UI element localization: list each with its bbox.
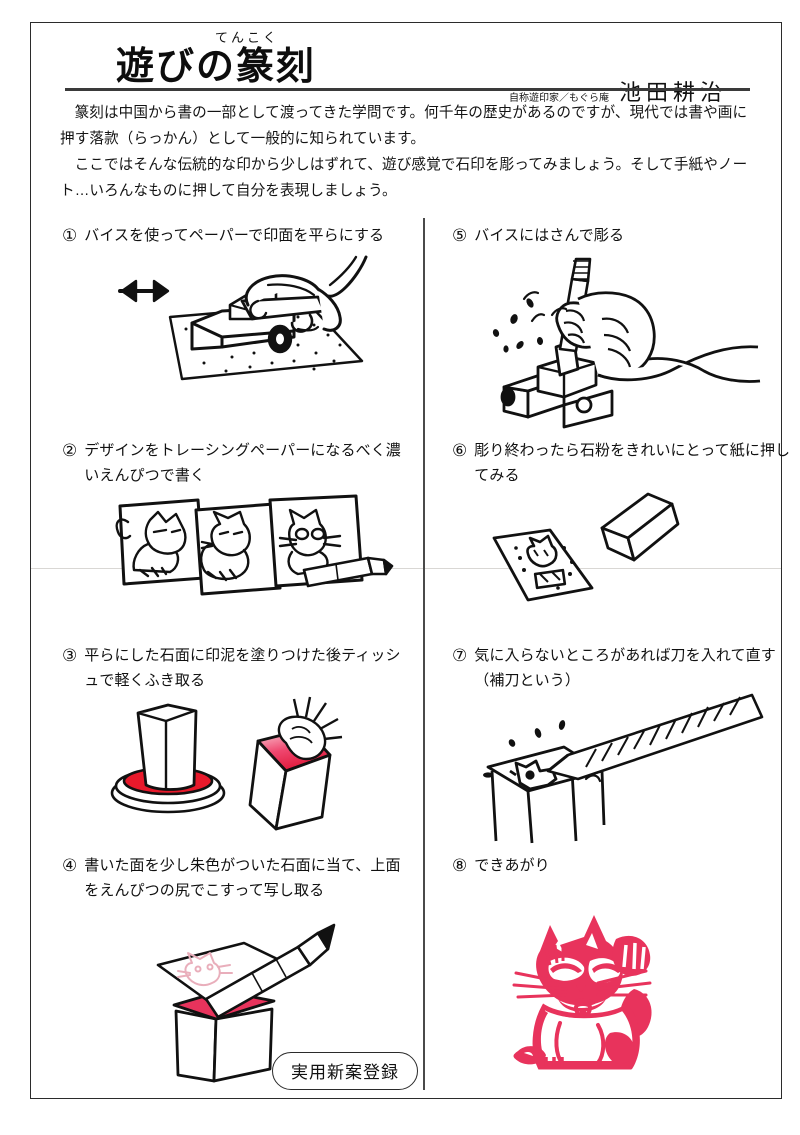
test-print-illustration	[492, 492, 680, 602]
step-3-figure	[62, 693, 412, 838]
retouch-knife-illustration	[483, 693, 764, 844]
step-3-number: ③	[62, 646, 78, 665]
intro-paragraph-1: 篆刻は中国から書の一部として渡ってきた学問です。何千年の歴史があるのですが、現代…	[60, 105, 748, 147]
step-7: ⑦ 気に入らないところがあれば刀を入れて直す（補刀という）	[452, 644, 800, 854]
step-6-number: ⑥	[452, 441, 468, 460]
title-block: てんこく 遊びの篆刻	[116, 31, 316, 88]
step-7-heading: ⑦ 気に入らないところがあれば刀を入れて直す（補刀という）	[452, 644, 800, 693]
step-6-figure	[452, 488, 800, 623]
step-4-text: 書いた面を少し朱色がついた石面に当て、上面をえんぴつの尻でこすって写し取る	[84, 857, 401, 899]
column-divider	[423, 218, 425, 1090]
intro-paragraph-2: ここではそんな伝統的な印から少しはずれて、遊び感覚で石印を彫ってみましょう。そし…	[60, 157, 748, 199]
page-title: 遊びの篆刻	[116, 44, 317, 88]
step-4: ④ 書いた面を少し朱色がついた石面に当て、上面をえんぴつの尻でこすって写し取る	[62, 854, 412, 1083]
step-1: ① バイスを使ってペーパーで印面を平らにする	[62, 224, 412, 439]
step-2-heading: ② デザインをトレーシングペーパーになるべく濃いえんぴつで書く	[62, 439, 412, 488]
document-header: てんこく 遊びの篆刻 自称遊印家／もぐら庵 池田耕治	[31, 23, 781, 105]
tracing-paper-cats-illustration	[115, 494, 394, 596]
steps-column-left: ① バイスを使ってペーパーで印面を平らにする	[62, 224, 412, 1083]
step-8-text: できあがり	[474, 857, 550, 874]
title-ruby: てんこく	[215, 30, 280, 45]
step-2-number: ②	[62, 441, 78, 460]
step-1-text: バイスを使ってペーパーで印面を平らにする	[84, 227, 385, 244]
step-6: ⑥ 彫り終わったら石粉をきれいにとって紙に押してみる	[452, 439, 800, 644]
step-7-figure	[452, 693, 800, 844]
step-3: ③ 平らにした石面に印泥を塗りつけた後ティッシュで軽くふき取る	[62, 644, 412, 854]
step-1-number: ①	[62, 226, 78, 245]
patent-registration-badge: 実用新案登録	[272, 1052, 418, 1090]
carving-in-vise-illustration	[492, 257, 761, 428]
step-8-number: ⑧	[452, 856, 468, 875]
step-2: ② デザインをトレーシングペーパーになるべく濃いえんぴつで書く	[62, 439, 412, 644]
step-4-figure	[62, 903, 412, 1083]
step-2-figure	[62, 488, 412, 613]
step-6-text: 彫り終わったら石粉をきれいにとって紙に押してみる	[474, 442, 791, 484]
step-3-heading: ③ 平らにした石面に印泥を塗りつけた後ティッシュで軽くふき取る	[62, 644, 412, 693]
step-8-figure	[498, 911, 800, 1086]
ink-pad-stone-illustration	[110, 696, 343, 831]
step-8: ⑧ できあがり	[452, 854, 800, 1086]
step-5-heading: ⑤ バイスにはさんで彫る	[452, 224, 800, 249]
step-5: ⑤ バイスにはさんで彫る	[452, 224, 800, 439]
step-5-number: ⑤	[452, 226, 468, 245]
step-7-number: ⑦	[452, 646, 468, 665]
transfer-design-pencil-illustration	[156, 923, 336, 1083]
step-5-text: バイスにはさんで彫る	[474, 227, 625, 244]
step-1-figure	[62, 249, 412, 399]
author-byline: 自称遊印家／もぐら庵 池田耕治	[509, 75, 800, 107]
step-2-text: デザインをトレーシングペーパーになるべく濃いえんぴつで書く	[84, 442, 401, 484]
introduction-text: 篆刻は中国から書の一部として渡ってきた学問です。何千年の歴史があるのですが、現代…	[60, 100, 760, 204]
step-7-text: 気に入らないところがあれば刀を入れて直す（補刀という）	[474, 647, 776, 689]
step-4-heading: ④ 書いた面を少し朱色がついた石面に当て、上面をえんぴつの尻でこすって写し取る	[62, 854, 412, 903]
finished-cat-seal-impression	[512, 914, 652, 1069]
step-6-heading: ⑥ 彫り終わったら石粉をきれいにとって紙に押してみる	[452, 439, 800, 488]
step-8-heading: ⑧ できあがり	[452, 854, 800, 879]
step-4-number: ④	[62, 856, 78, 875]
vise-sanding-illustration	[118, 255, 368, 380]
step-3-text: 平らにした石面に印泥を塗りつけた後ティッシュで軽くふき取る	[84, 647, 401, 689]
steps-column-right: ⑤ バイスにはさんで彫る	[452, 224, 800, 1086]
header-divider-rule	[65, 88, 750, 91]
author-role: 自称遊印家／もぐら庵	[509, 93, 609, 104]
author-name: 池田耕治	[619, 80, 728, 105]
step-5-figure	[452, 249, 800, 428]
step-1-heading: ① バイスを使ってペーパーで印面を平らにする	[62, 224, 412, 249]
paper-fold-line	[31, 568, 781, 569]
